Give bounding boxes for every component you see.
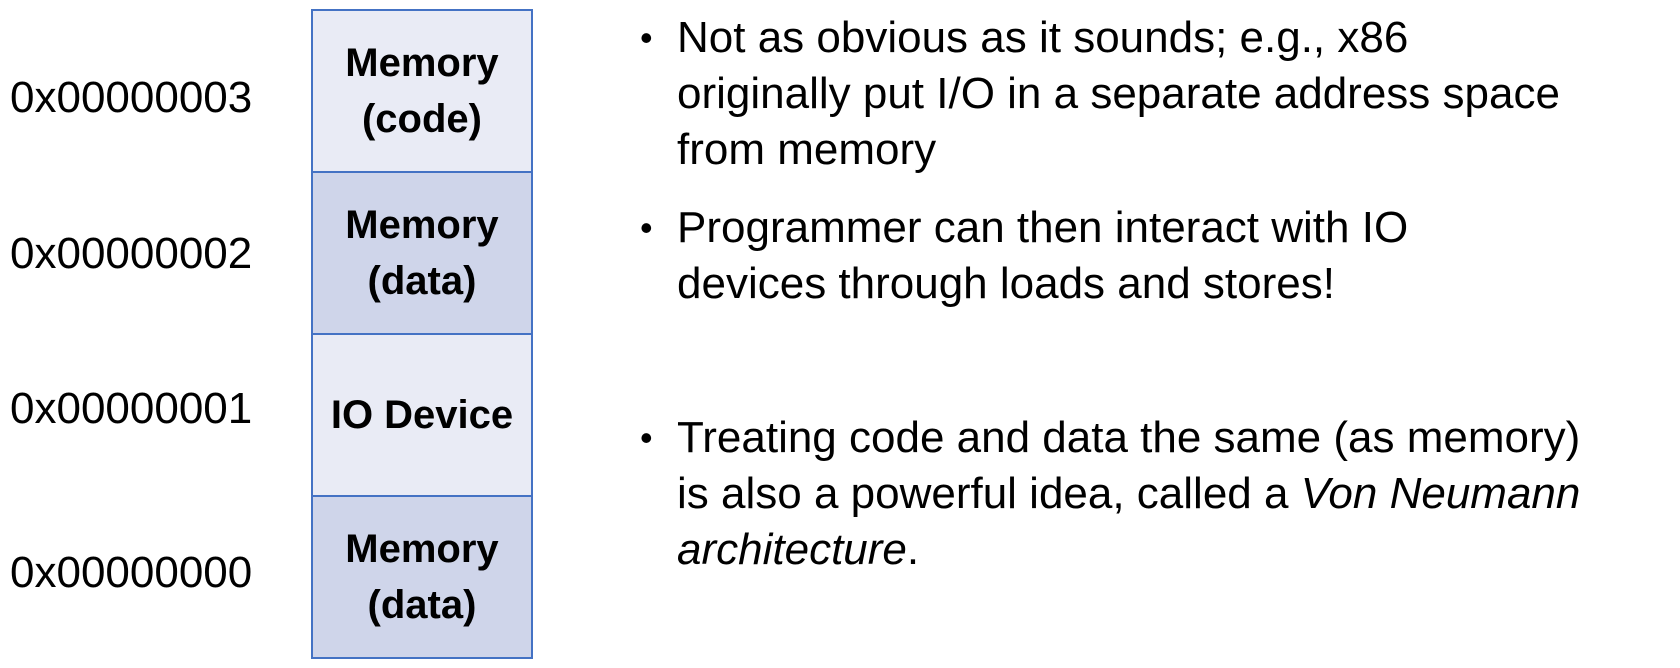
memory-cell-code: Memory (code) [313, 11, 531, 171]
memory-cell-data-upper: Memory (data) [313, 171, 531, 333]
bullet-3-line-2: is also a powerful idea, called a Von Ne… [677, 466, 1670, 522]
bullet-1-line-2: originally put I/O in a separate address… [677, 69, 1560, 118]
address-label-0: 0x00000000 [10, 548, 253, 597]
memory-cell-data-lower-line1: Memory [345, 527, 499, 571]
memory-cell-data-lower-line2: (data) [367, 583, 477, 627]
bullet-dot-icon: • [640, 417, 653, 458]
address-label-1: 0x00000001 [10, 384, 253, 433]
address-label-3: 0x00000003 [10, 73, 253, 122]
bullet-dot-icon: • [640, 207, 653, 248]
von-neumann-term: Von Neumann [1300, 469, 1581, 518]
bullet-3-period: . [906, 525, 920, 574]
bullet-1-line-3: from memory [677, 125, 937, 174]
architecture-term: architecture [677, 525, 907, 574]
io-device-cell: IO Device [313, 333, 531, 495]
memory-cell-data-lower: Memory (data) [313, 495, 531, 657]
bullet-3-line-2-text: is also a powerful idea, called a [677, 469, 1301, 518]
address-label-2: 0x00000002 [10, 229, 253, 278]
bullet-3-line-1: Treating code and data the same (as memo… [677, 413, 1581, 462]
bullet-dot-icon: • [640, 17, 653, 58]
bullet-2-line-2: devices through loads and stores! [677, 259, 1335, 308]
bullet-3-line-3: architecture. [677, 522, 1670, 578]
bullet-2-line-1: Programmer can then interact with IO [677, 203, 1409, 252]
bullet-1-line-1: Not as obvious as it sounds; e.g., x86 [677, 13, 1409, 62]
memory-cell-code-line2: (code) [361, 97, 482, 141]
address-space-stack: Memory (code) Memory (data) IO Device Me… [311, 9, 533, 659]
memory-cell-data-upper-line1: Memory [345, 203, 499, 247]
memory-cell-data-upper-line2: (data) [367, 259, 477, 303]
memory-cell-code-line1: Memory [345, 41, 499, 85]
io-device-cell-label: IO Device [330, 393, 514, 437]
